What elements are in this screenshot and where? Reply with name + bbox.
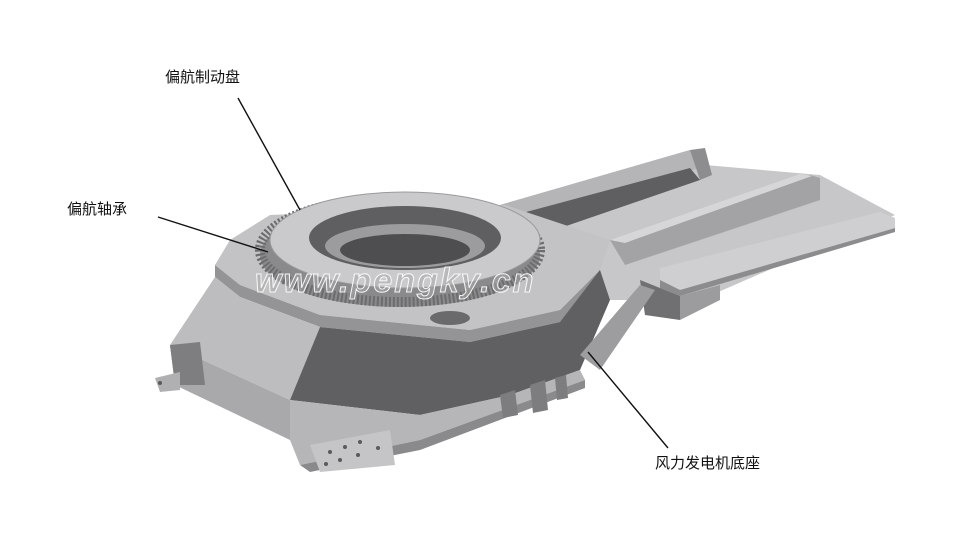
- label-turbine-base: 风力发电机底座: [655, 454, 761, 472]
- leader-line-base: [587, 351, 669, 449]
- leader-line-brake-disc: [237, 97, 301, 211]
- leader-lines: [157, 97, 669, 449]
- label-yaw-bearing: 偏航轴承: [67, 200, 128, 218]
- leader-line-yaw-bearing: [157, 216, 269, 253]
- label-yaw-brake-disc: 偏航制动盘: [165, 68, 241, 86]
- watermark-text: www.pengky.cn: [254, 262, 536, 301]
- yaw-brake-disc-ring: [269, 191, 541, 325]
